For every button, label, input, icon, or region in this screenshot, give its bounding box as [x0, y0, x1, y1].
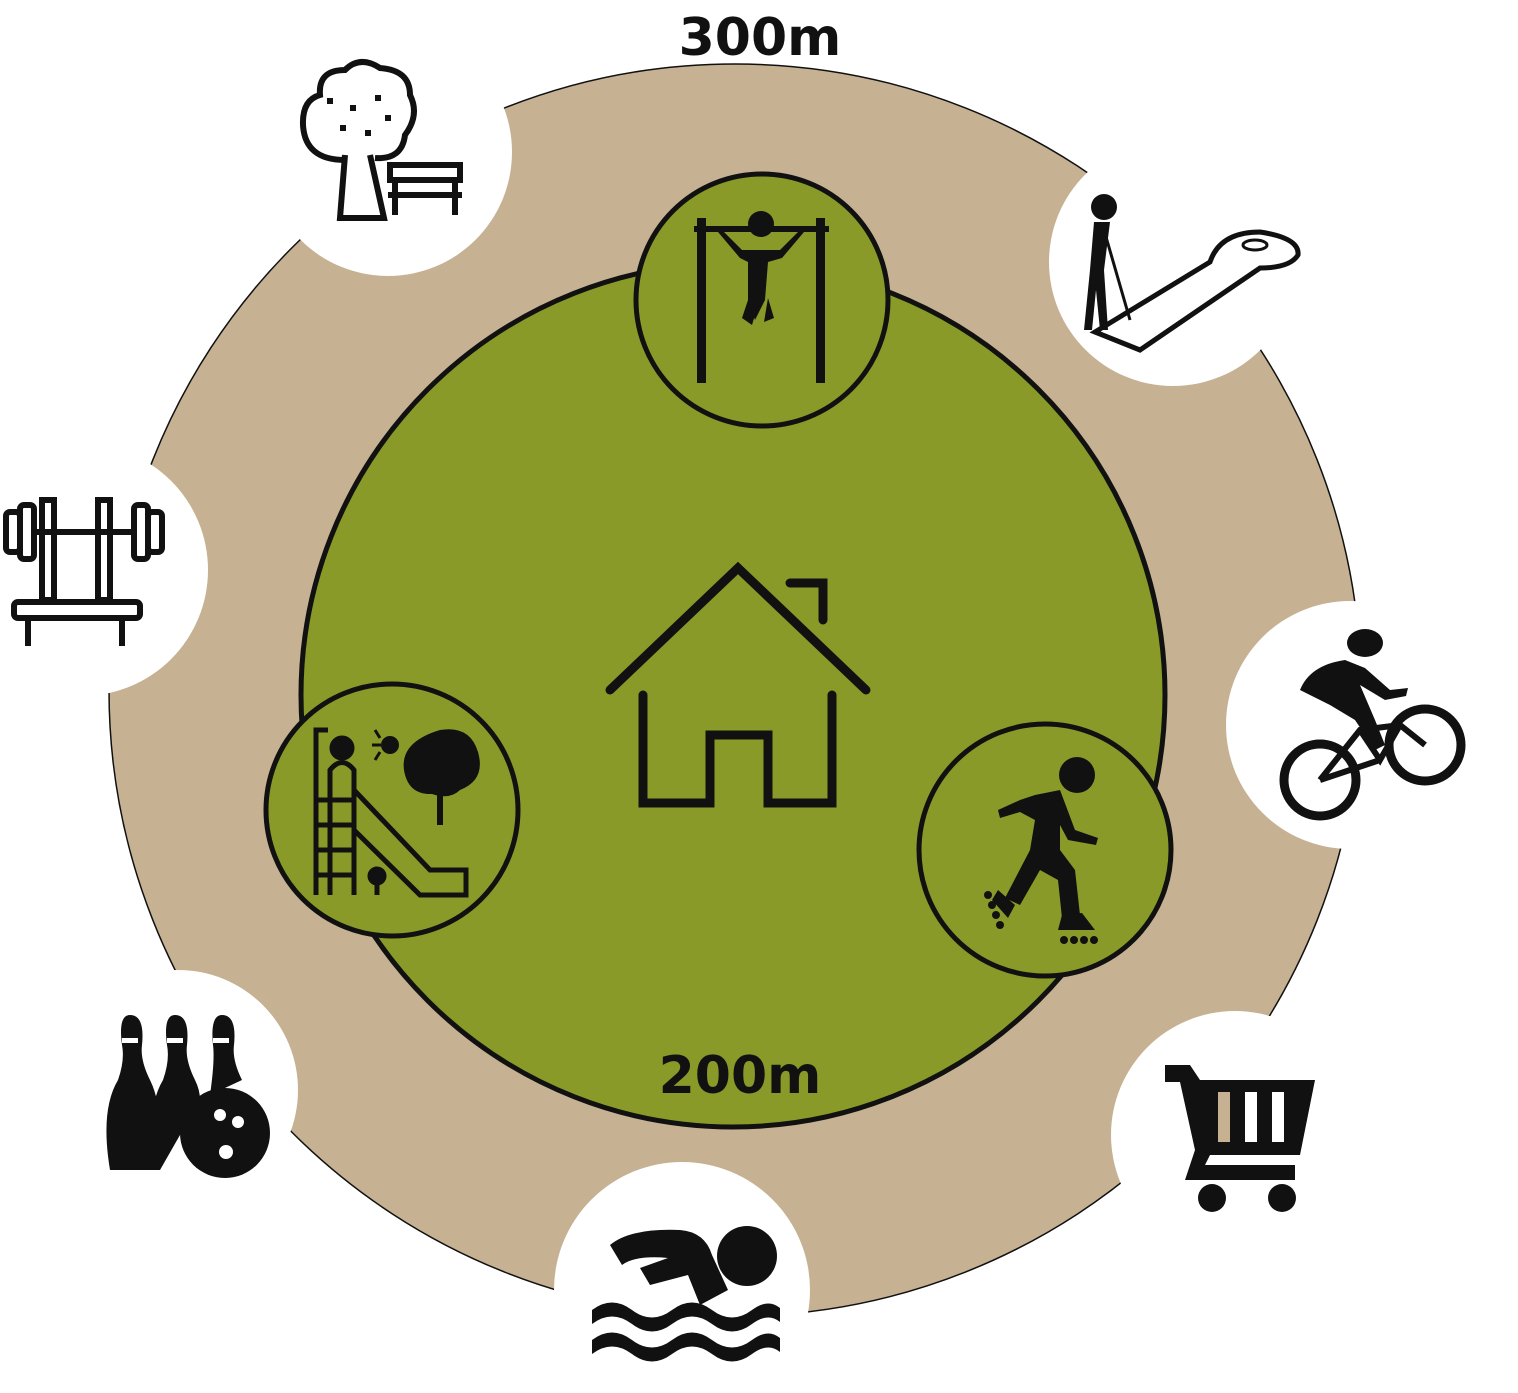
playground-badge	[263, 681, 521, 939]
shopping-cart-icon	[1165, 1065, 1315, 1212]
mini-golf-icon	[1084, 194, 1301, 353]
swimmer-icon	[592, 1226, 780, 1362]
house-icon	[605, 561, 871, 808]
pull-up-bar-icon	[694, 211, 829, 383]
outer-radius-label: 300m	[679, 8, 842, 68]
park-tree-bench-icon	[299, 59, 463, 221]
tree-dots	[327, 95, 391, 136]
inner-radius-label: 200m	[659, 1046, 822, 1106]
cyclist-icon	[1279, 629, 1466, 821]
bowling-icon	[106, 1015, 270, 1178]
playground-slide-icon	[313, 727, 469, 898]
playground-tree-icon	[372, 729, 480, 825]
inline-skater-icon	[984, 757, 1098, 944]
outdoor-gym-bench-icon	[3, 497, 165, 646]
